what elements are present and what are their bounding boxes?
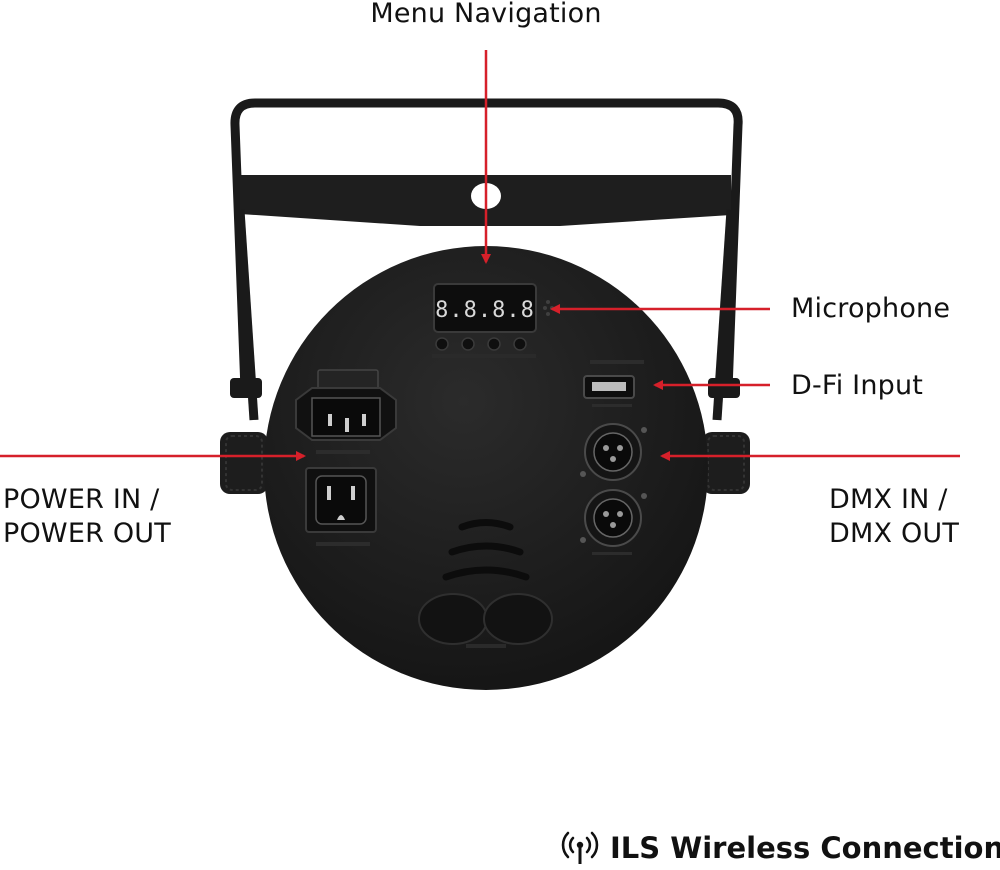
label-dmx-out: DMX OUT	[829, 518, 960, 549]
callout-lines	[0, 50, 960, 461]
label-power: POWER IN / POWER OUT	[3, 483, 171, 551]
dmx-out-connector	[580, 489, 647, 555]
label-menu-navigation: Menu Navigation	[370, 0, 602, 29]
vent-grille	[442, 519, 530, 581]
ils-wireless-footer: ILS Wireless Connection	[560, 826, 1000, 870]
dfi-usb-port	[583, 360, 644, 407]
label-power-in: POWER IN /	[3, 484, 160, 515]
dmx-in-connector	[580, 423, 647, 481]
label-power-out: POWER OUT	[3, 518, 171, 549]
power-out-outlet	[305, 467, 377, 546]
power-in-socket	[295, 369, 397, 454]
left-tilt-knob	[220, 432, 268, 494]
label-dmx: DMX IN / DMX OUT	[829, 483, 959, 551]
label-microphone: Microphone	[791, 293, 951, 324]
right-tilt-knob	[702, 432, 750, 494]
wireless-signal-icon	[561, 831, 599, 864]
fixture-body	[264, 246, 708, 690]
menu-display: 8.8.8.8	[433, 283, 537, 333]
menu-buttons	[432, 337, 536, 358]
bottom-recess	[418, 593, 553, 648]
label-dfi-input: D-Fi Input	[791, 370, 924, 401]
display-digits: 8.8.8.8	[435, 298, 535, 323]
ils-wireless-text: ILS Wireless Connection	[610, 831, 1000, 865]
label-dmx-in: DMX IN /	[829, 484, 948, 515]
